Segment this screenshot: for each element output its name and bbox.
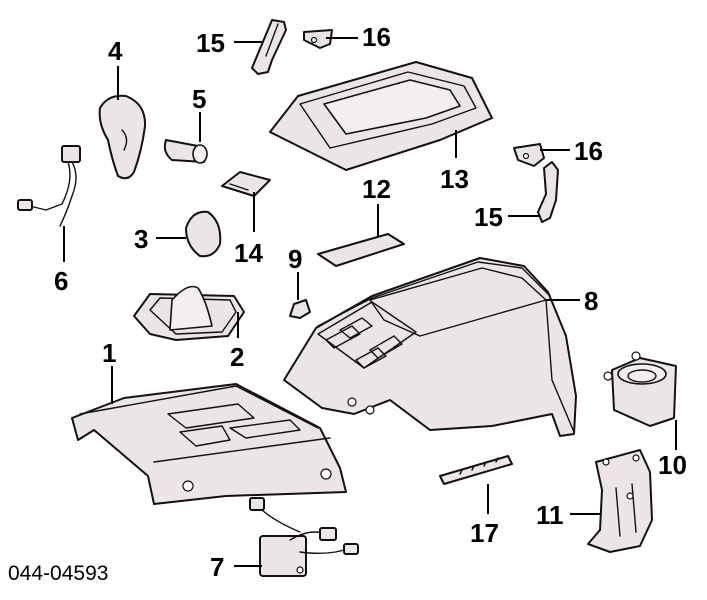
- part-14-plate: [221, 171, 271, 197]
- callout-12: 12: [362, 174, 391, 204]
- part-16-upper-clip: [303, 29, 333, 49]
- part-8-console-body: [283, 257, 577, 437]
- callout-3: 3: [134, 224, 148, 254]
- part-16-lower-clip: [513, 143, 545, 167]
- callout-15-upper: 15: [196, 28, 225, 58]
- part-11-bracket: [587, 449, 653, 553]
- callout-10: 10: [658, 450, 687, 480]
- leader-lines: [63, 37, 677, 567]
- callout-11: 11: [536, 500, 564, 530]
- part-9-clip: [289, 299, 311, 319]
- callout-7: 7: [210, 552, 224, 582]
- part-13-console-lid: [269, 61, 493, 171]
- part-6-wire-harness: [17, 145, 81, 227]
- callout-8: 8: [584, 286, 598, 316]
- part-15-lower-bracket: [537, 161, 559, 223]
- callout-15-lower: 15: [474, 202, 503, 232]
- part-7-switch-block: [249, 497, 359, 577]
- callout-5: 5: [192, 84, 206, 114]
- part-12-console-pad: [317, 233, 405, 267]
- part-3-shift-boot: [185, 210, 222, 258]
- callout-1: 1: [102, 338, 116, 368]
- part-10-cup-holder: [603, 351, 677, 427]
- callout-2: 2: [230, 342, 244, 372]
- callout-13: 13: [440, 164, 469, 194]
- callout-16-upper: 16: [362, 22, 391, 52]
- part-4-shift-knob: [98, 94, 147, 180]
- part-2-shift-bezel: [133, 285, 245, 341]
- callout-17: 17: [470, 518, 499, 548]
- part-1-lower-console: [71, 383, 347, 505]
- callout-9: 9: [288, 244, 302, 274]
- document-number: 044-04593: [8, 562, 108, 585]
- callout-6: 6: [54, 266, 68, 296]
- callout-14: 14: [234, 238, 263, 268]
- callout-4: 4: [108, 36, 123, 66]
- part-5-cylinder: [163, 139, 208, 164]
- callouts: 15 16 4 5 6 14 3 2 1 7 13 16 15 12 9 8 1…: [54, 22, 687, 582]
- part-15-upper-bracket: [251, 19, 287, 75]
- callout-16-lower: 16: [574, 136, 603, 166]
- part-17-strip: [439, 455, 513, 485]
